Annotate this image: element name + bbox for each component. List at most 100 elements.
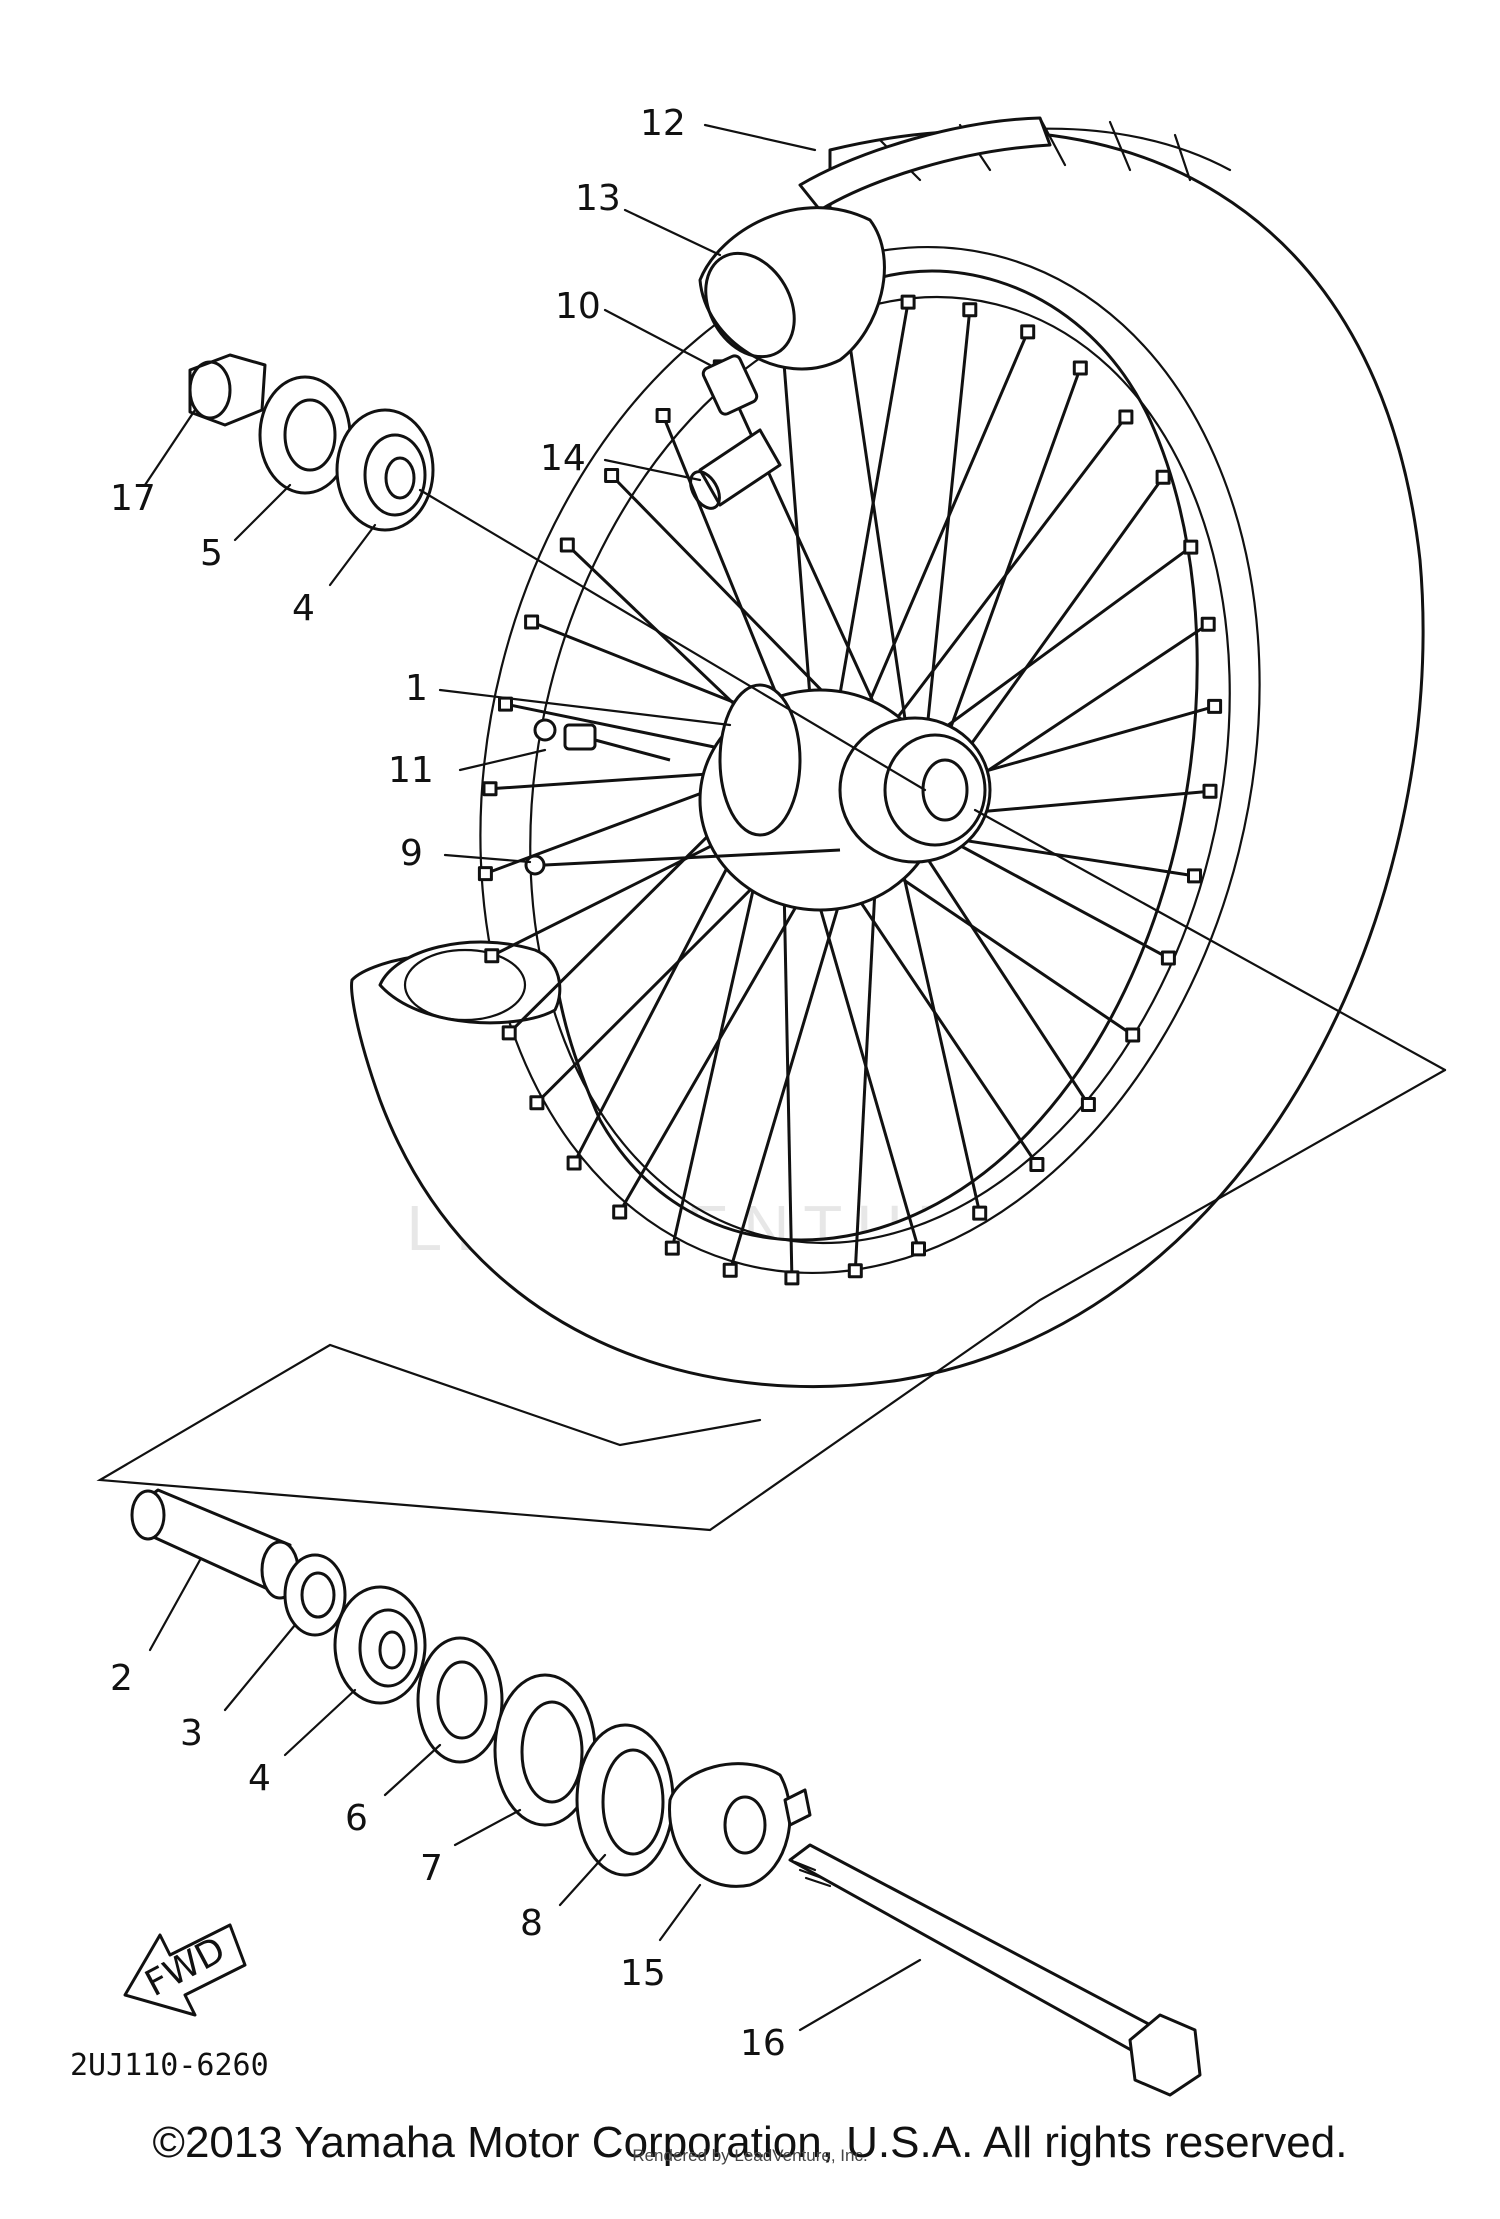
spoke-line: [896, 849, 982, 1214]
callout-7: 7: [420, 1808, 522, 1889]
spoke-nipple: [604, 468, 620, 483]
spoke-line: [728, 839, 860, 1271]
spoke-nipple: [722, 1262, 738, 1278]
bearing-4-upper: [335, 408, 435, 532]
oil-seal-8: [575, 1723, 675, 1877]
spoke-nipple: [559, 537, 575, 553]
spoke-line: [950, 622, 1210, 796]
oil-seal-7: [493, 1673, 597, 1827]
spoke-line: [860, 416, 1128, 766]
spoke-nipple: [1020, 324, 1036, 340]
spoke-line: [848, 331, 1030, 748]
spacer-3: [283, 1553, 347, 1637]
oil-seal-5: [258, 375, 352, 495]
svg-text:2: 2: [110, 1658, 133, 1699]
svg-text:4: 4: [292, 588, 315, 629]
callout-16: 16: [740, 1958, 922, 2064]
svg-text:6: 6: [345, 1798, 368, 1839]
spoke-nipple: [529, 1095, 545, 1111]
spoke-line: [831, 301, 910, 736]
callout-14: 14: [540, 438, 702, 482]
spoke-line: [780, 330, 815, 731]
svg-text:17: 17: [110, 478, 156, 519]
svg-text:3: 3: [180, 1713, 203, 1754]
rim-band-12: [798, 116, 1052, 212]
spoke-nipple: [1187, 868, 1202, 884]
svg-text:8: 8: [520, 1903, 543, 1944]
spoke-nipple: [1118, 409, 1134, 425]
spoke-nipple: [1200, 616, 1216, 632]
valve-nut-10: [701, 354, 759, 416]
callout-8: 8: [520, 1853, 607, 1944]
spoke-line: [934, 830, 1170, 960]
callout-2: 2: [110, 1558, 202, 1699]
tube-13: [698, 206, 886, 371]
spoke-nipple: [911, 1241, 926, 1257]
callout-12: 12: [640, 103, 817, 152]
part-code: 2UJ110-6260: [70, 2048, 269, 2083]
callout-9: 9: [400, 833, 532, 874]
spoke-line: [916, 843, 1090, 1106]
svg-text:7: 7: [420, 1848, 443, 1889]
spoke-line: [948, 476, 1165, 775]
spacer-2: [130, 1488, 300, 1600]
spoke-line: [939, 367, 1082, 756]
spoke-nipple: [847, 1263, 863, 1279]
spoke-nipple: [664, 1240, 680, 1256]
spoke-nipple: [566, 1155, 582, 1171]
svg-text:4: 4: [248, 1758, 271, 1799]
spoke-line: [924, 309, 972, 741]
callout-13: 13: [575, 178, 722, 257]
callout-17: 17: [110, 408, 197, 519]
spoke-nipple: [1155, 469, 1171, 485]
spoke-line: [661, 414, 794, 733]
spoke-line: [801, 849, 920, 1250]
spoke-nipple: [962, 302, 978, 318]
svg-text:5: 5: [200, 533, 223, 574]
callout-labels: 12 13 10 14 17 5 4 1 11 9 2 3 4 6 7 8 15…: [110, 103, 922, 2064]
spoke-nipple: [655, 408, 671, 423]
spoke-nipple: [1183, 539, 1199, 555]
spoke-nipple: [784, 1270, 800, 1286]
exploded-guide-lines: [96, 488, 1447, 1532]
spoke-nipple: [1080, 1097, 1096, 1112]
rendered-by-text: Rendered by LeadVenture, Inc.: [632, 2146, 868, 2165]
rim-outer: [479, 246, 1261, 1274]
callout-15: 15: [620, 1883, 702, 1994]
rim-inner: [529, 295, 1231, 1245]
spoke-nipple: [612, 1204, 628, 1220]
spoke-nipple: [1125, 1027, 1141, 1043]
spoke-nipple: [1072, 360, 1088, 376]
collar-17: [188, 353, 267, 427]
spoke-line: [946, 789, 1211, 817]
spoke-line: [853, 848, 879, 1271]
spoke-nipple: [1029, 1157, 1045, 1172]
gear-unit-15: [668, 1762, 812, 1888]
wheel-hub: [698, 683, 992, 912]
spoke-line: [843, 309, 909, 733]
spoke-nipple: [484, 948, 500, 964]
tire-section-inner: [403, 948, 527, 1022]
callout-5: 5: [200, 483, 292, 574]
callout-4-upper: 4: [292, 523, 377, 629]
forward-arrow-icon: FWD: [123, 1923, 247, 2017]
valve-cap-14: [689, 428, 782, 510]
spoke-nipple: [900, 294, 916, 310]
bearing-4-lower: [333, 1585, 427, 1705]
svg-text:16: 16: [740, 2023, 786, 2064]
svg-text:15: 15: [620, 1953, 666, 1994]
axle-16: [788, 1843, 1202, 2097]
svg-text:1: 1: [405, 668, 428, 709]
spoke-nipple: [972, 1205, 988, 1221]
tire-outline: [350, 129, 1425, 1389]
clutch-6: [416, 1636, 504, 1764]
spoke-nipple: [1160, 950, 1176, 966]
spoke-nipple: [1207, 698, 1223, 714]
spoke-nipple-11: [533, 718, 671, 762]
svg-text:10: 10: [555, 286, 601, 327]
wheel-assembly: [350, 116, 1425, 1389]
callout-10: 10: [555, 286, 712, 367]
spoke-nipple: [1202, 783, 1218, 799]
callout-6: 6: [345, 1743, 442, 1839]
spoke-line: [718, 366, 888, 731]
